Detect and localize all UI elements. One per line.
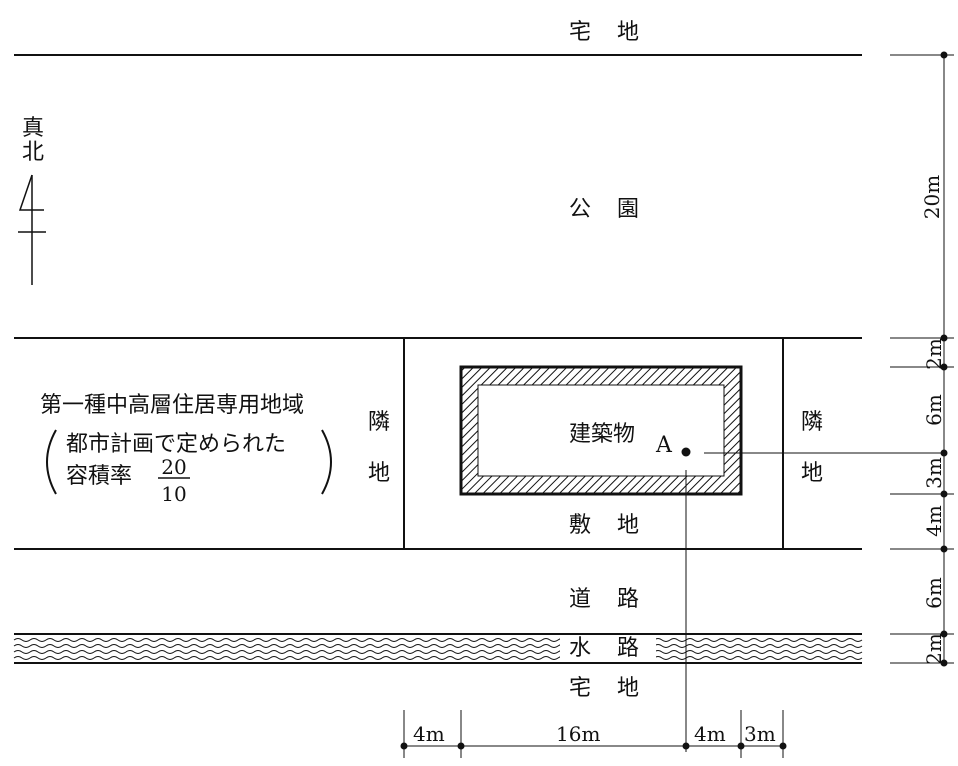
bottom-residential-label: 宅地 [569,676,666,701]
vertical-dimension-ticks [940,51,948,667]
north-arrow-icon [18,174,46,285]
neighbor-right-2: 地 [801,461,824,486]
waterway-label-mask [560,638,656,660]
dim-a-to-building-south: 3m [921,457,946,489]
far-numerator: 20 [161,455,187,479]
dim-waterway-width: 2m [921,633,946,665]
far-label: 容積率 [66,464,133,489]
dim-site-south-setback: 4m [921,505,946,537]
far-denominator: 10 [161,482,187,506]
zone-left-paren [46,429,57,495]
site-label: 敷地 [569,513,666,538]
horizontal-dimension-chain [403,710,784,758]
neighbor-right-1: 隣 [801,410,824,435]
building-interior [477,384,725,477]
building-label: 建築物 [569,422,636,447]
waterway-waves [13,638,863,660]
point-a-marker [681,447,691,457]
dim-road-width: 6m [921,577,946,609]
dim-east-setback: 3m [744,722,776,746]
top-residential-label: 宅地 [569,20,666,45]
true-north-label-1: 真 [22,116,45,141]
point-a-label: A [656,433,672,458]
zone-name: 第一種中高層住居専用地域 [40,393,305,418]
dim-a-to-building-east: 4m [694,722,726,746]
zone-right-paren [321,429,332,495]
road-label: 道路 [569,587,666,612]
dim-park-depth: 20m [920,174,945,220]
dim-building-to-a: 6m [921,394,946,426]
dim-west-setback: 4m [413,722,445,746]
zone-note: 都市計画で定められた [66,432,287,457]
dim-site-north-setback: 2m [921,338,946,370]
neighbor-left-2: 地 [368,461,391,486]
neighbor-left-1: 隣 [368,410,391,435]
horizontal-dimension-ticks [400,742,787,750]
park-label: 公園 [569,197,666,222]
dim-building-to-a-horizontal: 16m [556,722,601,746]
waterway-label: 水路 [569,636,666,661]
true-north-label-2: 北 [22,140,45,165]
